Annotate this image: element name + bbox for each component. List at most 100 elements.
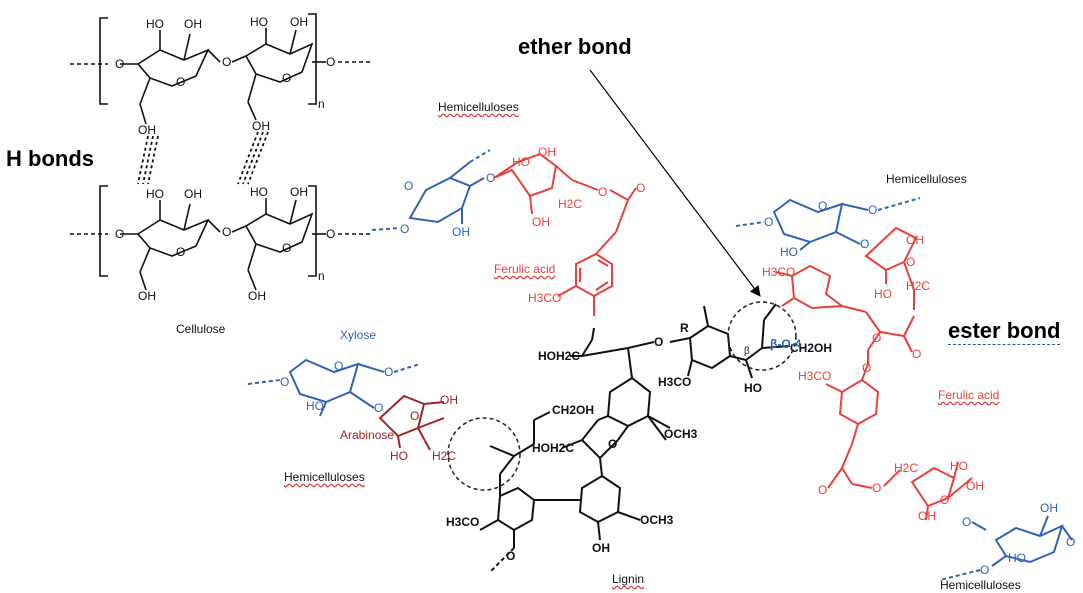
svg-text:OH: OH	[538, 145, 556, 159]
hemicelluloses-label-left: Hemicelluloses	[284, 470, 365, 484]
svg-text:O: O	[940, 493, 949, 507]
svg-text:H2C: H2C	[558, 197, 582, 211]
cellulose-ho-label: HO	[250, 185, 268, 199]
cellulose-label: Cellulose	[176, 322, 226, 336]
svg-text:O: O	[280, 375, 289, 389]
lignin-structure	[479, 303, 791, 573]
hemicellulose-top-left	[371, 149, 491, 231]
xylose-label: Xylose	[340, 328, 377, 342]
h-bonds-label: H bonds	[6, 146, 94, 171]
xylose-left	[247, 358, 421, 417]
ester-bond-label: ester bond	[948, 318, 1061, 345]
svg-text:O: O	[764, 215, 773, 229]
cellulose-oh-label: OH	[138, 289, 156, 303]
svg-text:OH: OH	[918, 509, 936, 523]
svg-text:HO: HO	[950, 459, 968, 473]
cellulose-ring-o: O	[282, 241, 291, 255]
svg-text:HO: HO	[306, 399, 324, 413]
svg-text:O: O	[980, 563, 989, 577]
cellulose-atom-labels: O HO OH O O HO OH O O n OH OH O HO OH O …	[115, 15, 335, 303]
svg-text:O: O	[1066, 535, 1075, 549]
cellulose-structure	[70, 13, 370, 291]
svg-text:HO: HO	[780, 245, 798, 259]
svg-text:HO: HO	[390, 449, 408, 463]
hemicelluloses-label-bottom: Hemicelluloses	[940, 578, 1021, 592]
hemicelluloses-label-top: Hemicelluloses	[438, 100, 519, 114]
svg-text:O: O	[868, 203, 877, 217]
svg-text:O: O	[872, 331, 881, 345]
svg-text:O: O	[404, 179, 413, 193]
svg-text:O: O	[818, 199, 827, 213]
svg-text:O: O	[384, 365, 393, 379]
svg-text:OCH3: OCH3	[640, 513, 674, 527]
cellulose-oh-label: OH	[290, 185, 308, 199]
cellulose-oh-label: OH	[252, 119, 270, 133]
beta-o-4-label: β-O-4	[770, 337, 802, 351]
hemicellulose-bottom-right-atoms: O OH HO O O	[962, 501, 1075, 577]
svg-text:O: O	[608, 437, 617, 451]
arabinose-right-atoms: OH O HO H2C	[874, 233, 930, 301]
cellulose-o-label: O	[222, 55, 231, 69]
hemicellulose-right-top	[735, 197, 921, 251]
svg-text:OH: OH	[906, 233, 924, 247]
hemicellulose-top-left-atoms: O O O OH	[400, 171, 495, 239]
svg-text:H2C: H2C	[894, 461, 918, 475]
cellulose-oh-label: OH	[138, 123, 156, 137]
svg-text:O: O	[654, 335, 663, 349]
lignin-label: Lignin	[612, 572, 645, 586]
lignin-atoms: HOH2C O OCH3 HOH2C CH2OH O OCH3 OH H3CO …	[446, 321, 832, 563]
svg-text:O: O	[636, 181, 645, 195]
beta-o-4-circle	[727, 301, 797, 371]
svg-text:O: O	[598, 185, 607, 199]
ferulic-acid-label-left: Ferulic acid	[494, 262, 556, 276]
svg-text:O: O	[486, 171, 495, 185]
arabinose-bottom-right	[910, 461, 973, 521]
svg-text:H3CO: H3CO	[762, 265, 795, 279]
svg-text:OCH3: OCH3	[664, 427, 698, 441]
svg-text:HO: HO	[874, 287, 892, 301]
cellulose-oh-label: OH	[184, 17, 202, 31]
hemicelluloses-label-right: Hemicelluloses	[886, 172, 967, 186]
svg-text:OH: OH	[966, 479, 984, 493]
cellulose-o-label: O	[326, 55, 335, 69]
svg-text:HOH2C: HOH2C	[538, 349, 580, 363]
svg-text:O: O	[400, 222, 409, 236]
beta-label: β	[744, 346, 750, 357]
repeat-n-label: n	[318, 269, 325, 283]
cellulose-ring-o: O	[176, 75, 185, 89]
cellulose-ho-label: HO	[146, 17, 164, 31]
bond-highlight-circles	[447, 301, 797, 491]
ferulic-acid-left-atoms: HO OH OH H2C O O H3CO	[512, 145, 645, 305]
arabinose-left-atoms: OH O HO H2C	[390, 393, 458, 463]
alpha-ether-circle	[447, 417, 521, 491]
hemicellulose-bottom-right	[939, 515, 1073, 581]
svg-text:HO: HO	[1008, 551, 1026, 565]
svg-text:H2C: H2C	[906, 279, 930, 293]
arabinose-left	[378, 394, 445, 451]
svg-text:O: O	[872, 481, 881, 495]
cellulose-o-label: O	[115, 227, 124, 241]
cellulose-oh-label: OH	[290, 15, 308, 29]
svg-text:OH: OH	[452, 225, 470, 239]
hemicellulose-right-top-atoms: O O O HO O	[764, 199, 877, 259]
arabinose-bottom-right-atoms: HO O OH OH	[918, 459, 984, 523]
svg-text:OH: OH	[440, 393, 458, 407]
cellulose-ho-label: HO	[250, 15, 268, 29]
ether-bond-label: ether bond	[518, 34, 632, 59]
cellulose-oh-label: OH	[184, 187, 202, 201]
svg-text:HOH2C: HOH2C	[532, 441, 574, 455]
svg-text:CH2OH: CH2OH	[790, 341, 832, 355]
svg-text:OH: OH	[1040, 501, 1058, 515]
arabinose-right	[864, 226, 918, 310]
ferulic-acid-right	[775, 264, 915, 489]
arabinose-label: Arabinose	[340, 428, 395, 442]
cellulose-o-label: O	[115, 57, 124, 71]
svg-text:HO: HO	[512, 155, 530, 169]
svg-text:HO: HO	[744, 381, 762, 395]
svg-text:H3CO: H3CO	[446, 515, 479, 529]
cellulose-oh-label: OH	[248, 289, 266, 303]
xylose-left-atoms: O O O HO O	[280, 359, 393, 415]
svg-text:O: O	[962, 515, 971, 529]
ether-bond-arrow	[589, 69, 761, 297]
